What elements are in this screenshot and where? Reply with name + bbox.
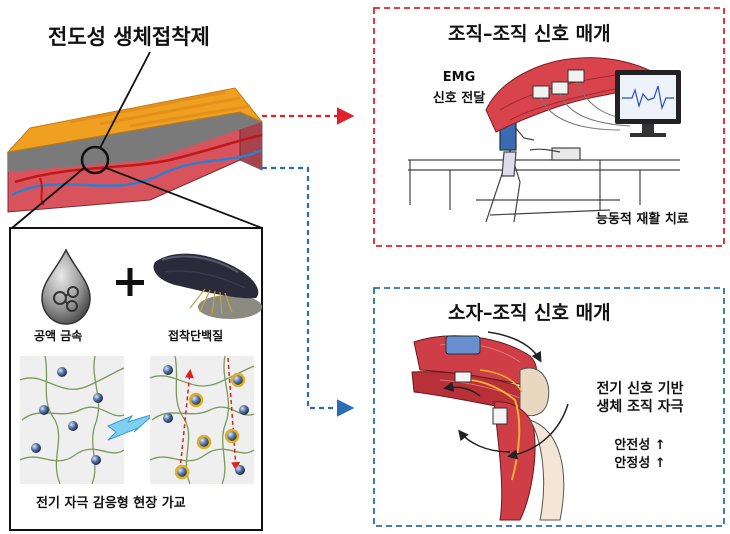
bottom-panel-box [373, 287, 725, 527]
inset-pointer-left [11, 167, 85, 229]
main-title: 전도성 생체접착제 [48, 25, 210, 49]
emg-label-line1: EMG [442, 70, 476, 85]
emg-label-line2: 신호 전달 [432, 91, 486, 106]
network-uncrosslinked [19, 355, 125, 485]
leg-muscle-icon [411, 331, 569, 521]
title-pointer-line [99, 51, 151, 149]
top-panel-box [373, 7, 725, 247]
lightning-icon [107, 413, 155, 441]
droplet-icon [41, 248, 91, 325]
inset-pointer-right [105, 167, 263, 229]
crosslink-caption: 전기 자극 감응형 현장 가교 [36, 496, 186, 511]
tissue-slab [6, 87, 263, 213]
blue-connector-arrow [262, 166, 355, 417]
top-panel-title: 조직–조직 신호 매개 [448, 23, 611, 45]
stim-label-line2: 생체 조직 자극 [596, 399, 684, 415]
bottom-panel-title: 소자–조직 신호 매개 [448, 302, 611, 324]
monitor-icon [615, 70, 681, 137]
stability-label: 안정성 ↑ [614, 456, 666, 471]
safety-label: 안전성 ↑ [614, 438, 666, 453]
network-crosslinked [149, 355, 255, 485]
plus-icon [116, 268, 144, 296]
arm-muscle-icon [485, 57, 657, 133]
adhesive-protein-label: 접착단백질 [168, 329, 224, 343]
mussel-icon [153, 253, 262, 319]
rehab-label: 능동적 재활 치료 [596, 212, 689, 227]
liquid-metal-label: 공액 금속 [34, 329, 83, 343]
stim-label-line1: 전기 신호 기반 [596, 381, 684, 397]
